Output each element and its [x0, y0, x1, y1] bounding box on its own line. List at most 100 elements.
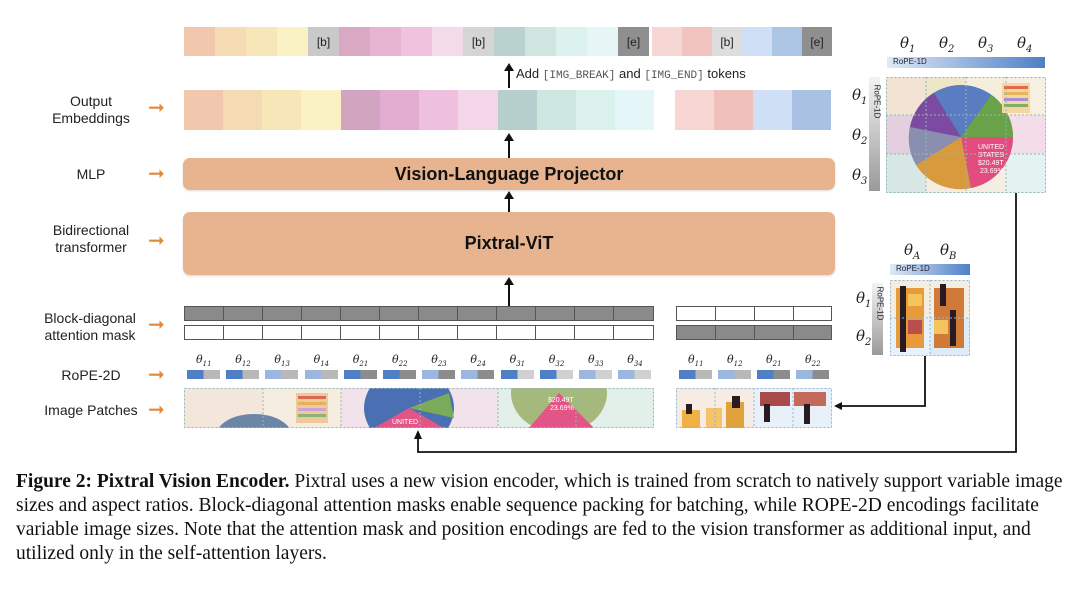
- mask-cell: [185, 326, 224, 339]
- mask-cell: [677, 307, 716, 320]
- image1-col-theta: θ1: [900, 34, 916, 55]
- orange-arrow: ➞: [148, 364, 165, 386]
- rope-theta-label: θ32: [548, 353, 565, 369]
- vision-language-projector: Vision-Language Projector: [183, 158, 835, 190]
- token: [682, 27, 712, 56]
- break-token: [b]: [308, 27, 339, 56]
- orange-arrow: ➞: [148, 314, 165, 336]
- mask-cell: [341, 307, 380, 320]
- pie-pct: 23.69%: [980, 168, 1004, 175]
- caption-body: Pixtral uses a new vision encoder, which…: [16, 471, 1063, 564]
- arrow-head: [504, 133, 514, 141]
- mask-cell: [419, 326, 458, 339]
- rope-theta-label: θ31: [509, 353, 526, 369]
- token: [432, 27, 463, 56]
- token: [556, 27, 587, 56]
- rope-bar: [265, 370, 299, 379]
- mask-cell: [497, 307, 536, 320]
- embedding: [675, 90, 714, 130]
- mask-cell: [716, 326, 755, 339]
- mask-cell: [185, 307, 224, 320]
- image1-col-theta: θ3: [978, 34, 994, 55]
- mask-cell: [380, 307, 419, 320]
- image1-col-theta: θ2: [939, 34, 955, 55]
- rope-1d-horizontal-axis: RoPE-1D: [887, 57, 1045, 68]
- pie-country-line1: UNITED: [978, 144, 1004, 151]
- rope-bar: [343, 370, 377, 379]
- mask-cell: [341, 326, 380, 339]
- pixtral-vit: Pixtral-ViT: [183, 212, 835, 275]
- arrow-up: [508, 284, 510, 306]
- mask-cell: [302, 326, 341, 339]
- token: [494, 27, 525, 56]
- rope-bar: [579, 370, 612, 379]
- embedding: [419, 90, 458, 130]
- label-bidirectional: Bidirectional transformer: [52, 222, 130, 255]
- token: [401, 27, 432, 56]
- rope-theta-label: θ22: [805, 353, 821, 369]
- orange-arrow: ➞: [148, 230, 165, 252]
- arrow-head: [504, 277, 514, 285]
- attention-mask-row-2-image2: [676, 325, 832, 340]
- figure-caption: Figure 2: Pixtral Vision Encoder. Pixtra…: [16, 470, 1064, 566]
- token: [277, 27, 308, 56]
- rope-bar: [422, 370, 456, 379]
- label-output-embeddings: Output Embeddings: [52, 93, 130, 126]
- rope-theta-label: θ12: [235, 353, 251, 369]
- pie-value: $20.49T: [978, 160, 1004, 167]
- rope-theta-label: θ34: [627, 353, 643, 369]
- rope-theta-label: θ14: [313, 353, 330, 369]
- embedding: [301, 90, 341, 130]
- connector-lines: [414, 193, 1017, 453]
- label-rope-2d: RoPE-2D: [61, 367, 121, 383]
- image1-row-theta: θ2: [852, 126, 868, 147]
- arrow-up: [508, 70, 510, 88]
- break-token: [b]: [712, 27, 742, 56]
- attention-mask-row-1-image2: [676, 306, 832, 321]
- embedding: [223, 90, 262, 130]
- image1-row-theta: θ3: [852, 166, 868, 187]
- mask-cell: [536, 307, 575, 320]
- mask-cell: [263, 326, 302, 339]
- mask-cell: [224, 326, 263, 339]
- rope-bar: [796, 370, 829, 379]
- mask-cell: [224, 307, 263, 320]
- rope-bar: [226, 370, 260, 379]
- rope-bar: [383, 370, 416, 379]
- image1-row-theta: θ1: [852, 86, 868, 107]
- image1-col-theta: θ4: [1017, 34, 1033, 55]
- rope-bar: [679, 370, 712, 379]
- rope-theta-label: θ11: [688, 353, 704, 369]
- pie-country-line2: STATES: [978, 152, 1005, 159]
- token: [525, 27, 556, 56]
- arrow-up: [508, 198, 510, 212]
- image1-pie-chart: UNITED STATES $20.49T 23.69%: [886, 77, 1046, 193]
- orange-arrow: ➞: [148, 399, 165, 421]
- rope-theta-label: θ24: [470, 353, 486, 369]
- embedding: [792, 90, 831, 130]
- rope-theta-label: θ12: [727, 353, 743, 369]
- rope-bar: [618, 370, 652, 379]
- mask-cell: [716, 307, 755, 320]
- mask-cell: [380, 326, 419, 339]
- attention-mask-row-2: [184, 325, 654, 340]
- mask-cell: [497, 326, 536, 339]
- mask-cell: [536, 326, 575, 339]
- token: [370, 27, 401, 56]
- token: [339, 27, 370, 56]
- rope-theta-label: θ21: [352, 353, 369, 369]
- token-sequence-row: [b] [b] [e]: [184, 27, 649, 56]
- add-tokens-note: Add [IMG_BREAK] and [IMG_END] tokens: [516, 66, 746, 82]
- embedding: [380, 90, 419, 130]
- rope-theta-label: θ13: [274, 353, 290, 369]
- image2-row-theta: θ2: [856, 327, 872, 348]
- mask-cell: [419, 307, 458, 320]
- image1-graphic: UNITED STATES $20.49T 23.69%: [886, 77, 1046, 193]
- label-image-patches: Image Patches: [44, 402, 138, 418]
- embedding: [341, 90, 380, 130]
- break-token: [b]: [463, 27, 494, 56]
- label-mlp: MLP: [76, 166, 106, 182]
- end-token: [e]: [802, 27, 832, 56]
- rope-bar: [304, 370, 338, 379]
- rope-bar: [461, 370, 495, 379]
